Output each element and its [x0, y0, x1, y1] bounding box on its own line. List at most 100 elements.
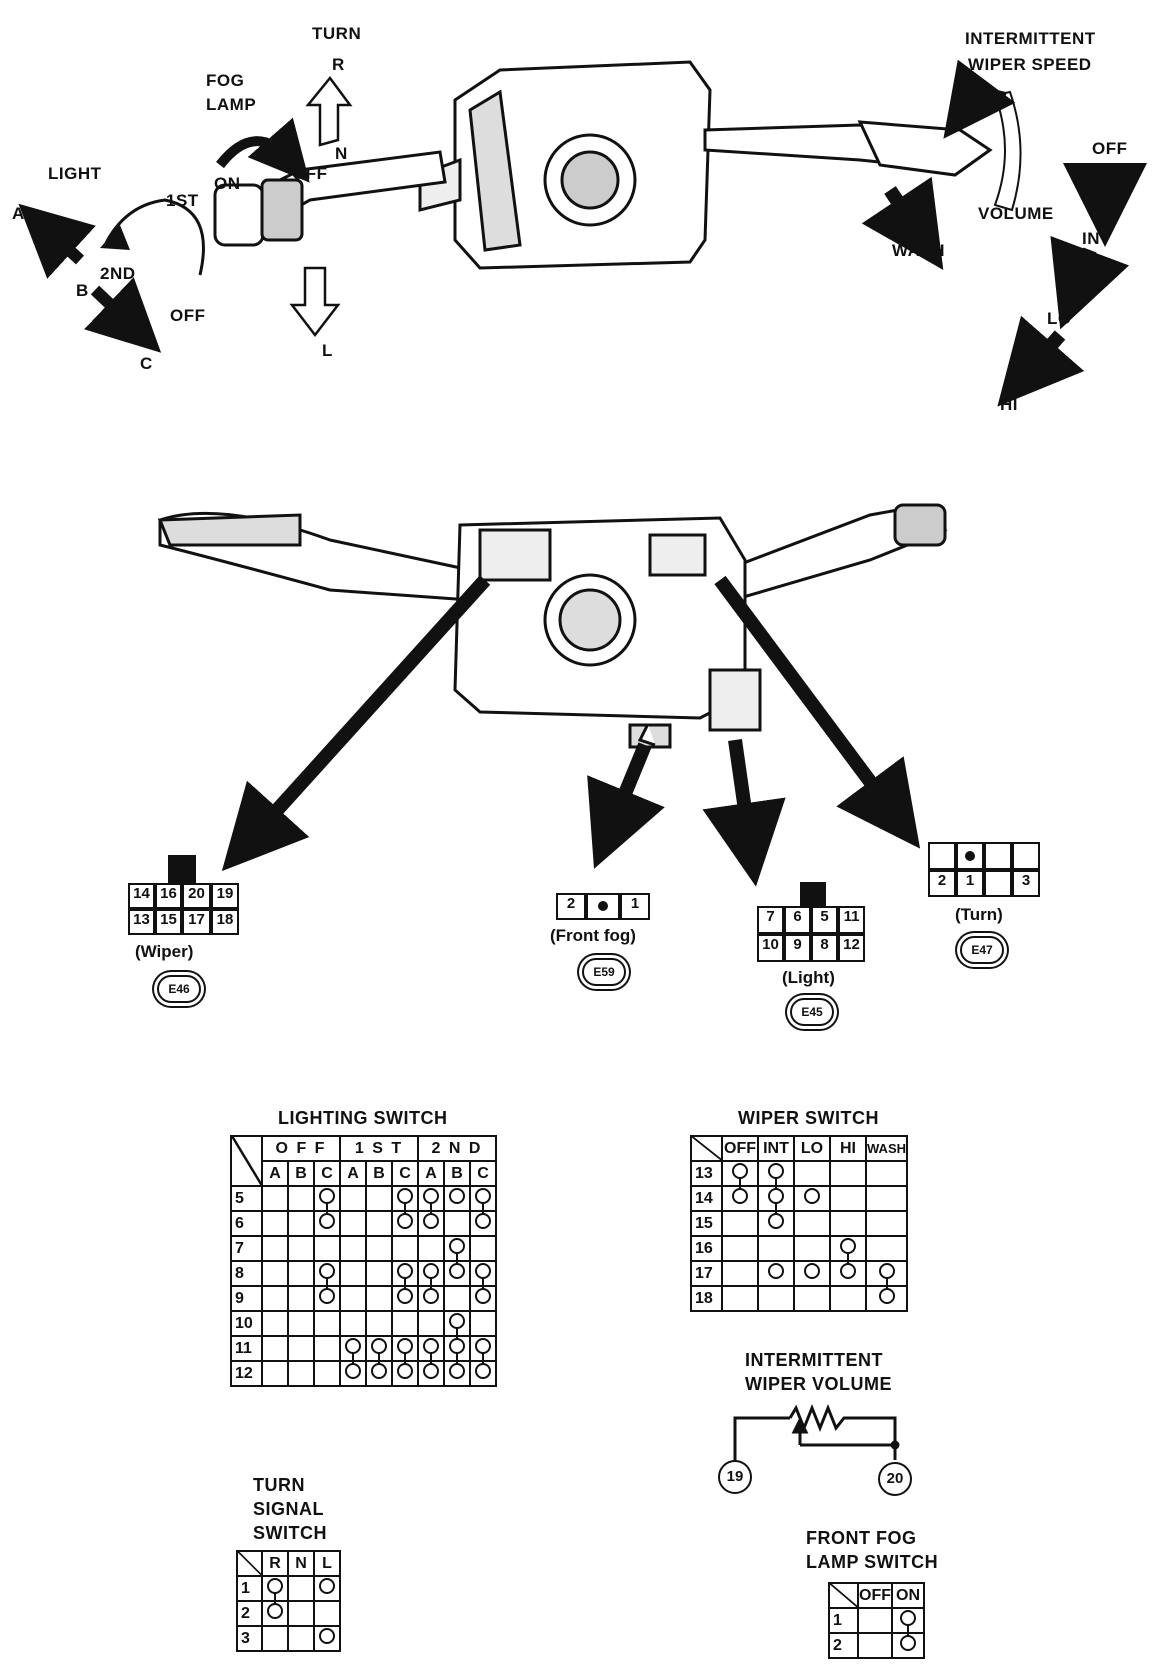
row-header: 1	[236, 1575, 263, 1602]
continuity-line	[456, 1323, 458, 1337]
table-cell	[443, 1335, 471, 1362]
turn-l-label: L	[322, 341, 333, 360]
table-cell	[287, 1285, 315, 1312]
table-cell	[865, 1260, 908, 1287]
row-header: 17	[690, 1260, 723, 1287]
table-cell	[287, 1360, 315, 1387]
continuity-mark	[475, 1188, 491, 1204]
table-cell	[417, 1310, 445, 1337]
fog-lamp-label-line1: FOG	[206, 71, 245, 90]
continuity-mark	[449, 1238, 465, 1254]
table-cell	[365, 1210, 393, 1237]
fog-rotation-arrow	[216, 117, 310, 183]
table-cell	[793, 1185, 831, 1212]
group-header: O F F	[261, 1135, 341, 1162]
table-cell	[757, 1185, 795, 1212]
column-header: INT	[757, 1135, 795, 1162]
continuity-line	[326, 1273, 328, 1287]
row-header: 1	[828, 1607, 859, 1634]
connector-caption: (Light)	[782, 968, 835, 987]
row-header: 3	[236, 1625, 263, 1652]
table-cell	[757, 1235, 795, 1262]
continuity-line	[775, 1173, 777, 1187]
table-cell	[721, 1235, 759, 1262]
continuity-line	[885, 1273, 888, 1287]
table-cell	[287, 1335, 315, 1362]
row-header: 10	[230, 1310, 263, 1337]
column-header: B	[287, 1160, 315, 1187]
table-row: 2	[236, 1600, 341, 1627]
table-cell	[287, 1235, 315, 1262]
table-cell	[365, 1285, 393, 1312]
continuity-mark	[397, 1263, 413, 1279]
continuity-line	[739, 1173, 741, 1187]
continuity-mark	[397, 1338, 413, 1354]
connector-code-badge: E59	[582, 958, 626, 986]
continuity-mark	[475, 1263, 491, 1279]
light-push-arrow	[18, 203, 96, 279]
table-row: 15	[690, 1210, 908, 1237]
pin: 11	[838, 906, 865, 934]
connector-latch	[800, 882, 826, 908]
table-row: 1	[236, 1575, 341, 1602]
table-cell	[469, 1185, 497, 1212]
table-cell	[391, 1260, 419, 1287]
table-cell	[757, 1210, 795, 1237]
column-header: A	[261, 1160, 289, 1187]
table-row: 6	[230, 1210, 497, 1237]
table-cell	[391, 1335, 419, 1362]
pin: 3	[1012, 870, 1040, 897]
table-cell	[313, 1600, 341, 1627]
wash-label: WASH	[892, 241, 945, 260]
continuity-line	[430, 1273, 432, 1287]
pin: 6	[784, 906, 811, 934]
light-b-label: B	[76, 281, 89, 300]
switch-assembly-top	[213, 60, 993, 270]
continuity-line	[326, 1198, 328, 1212]
column-header: R	[261, 1550, 289, 1577]
wiper-int-label: INT	[1082, 229, 1111, 248]
table-cell	[865, 1210, 908, 1237]
table-row: 7	[230, 1235, 497, 1262]
light-a-label: A	[12, 204, 25, 223]
continuity-mark	[732, 1188, 748, 1204]
pin: 17	[182, 909, 211, 935]
row-header: 7	[230, 1235, 263, 1262]
pin-blank	[1012, 842, 1040, 870]
intermittent-label: INTERMITTENT	[965, 29, 1096, 48]
table-cell	[443, 1210, 471, 1237]
column-header: OFF	[721, 1135, 759, 1162]
continuity-mark	[449, 1263, 465, 1279]
row-header: 16	[690, 1235, 723, 1262]
table-cell	[261, 1260, 289, 1287]
turn-label: TURN	[312, 24, 362, 43]
row-header: 9	[230, 1285, 263, 1312]
connector-latch	[168, 855, 196, 885]
continuity-mark	[449, 1188, 465, 1204]
table-cell	[417, 1210, 445, 1237]
table-cell	[365, 1185, 393, 1212]
column-header: LO	[793, 1135, 831, 1162]
column-header: B	[365, 1160, 393, 1187]
row-header: 2	[828, 1632, 859, 1659]
table-row: 16	[690, 1235, 908, 1262]
column-header: OFF	[857, 1582, 893, 1609]
table-cell	[261, 1625, 289, 1652]
connector-caption: (Turn)	[955, 905, 1003, 924]
continuity-line	[482, 1348, 484, 1362]
switch-assembly-rear	[157, 503, 948, 749]
column-header: A	[417, 1160, 445, 1187]
table-cell	[793, 1235, 831, 1262]
table-cell	[721, 1285, 759, 1312]
table-cell	[261, 1210, 289, 1237]
table-cell	[829, 1160, 867, 1187]
table-cell	[287, 1185, 315, 1212]
table-cell	[865, 1285, 908, 1312]
group-header: 2 N D	[417, 1135, 497, 1162]
turn-arrows	[289, 75, 353, 338]
table-cell	[469, 1310, 497, 1337]
connector-code-badge: E46	[157, 975, 201, 1003]
wiper-volume-title-line2: WIPER VOLUME	[745, 1374, 893, 1394]
